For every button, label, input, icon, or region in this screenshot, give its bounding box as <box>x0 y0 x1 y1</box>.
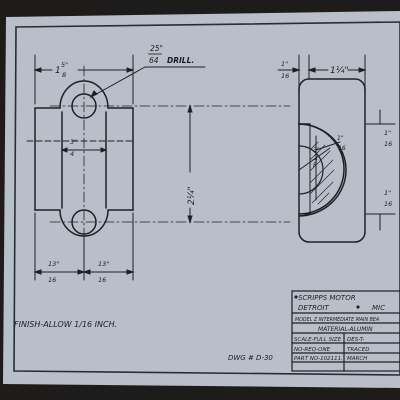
border-frame <box>13 21 400 376</box>
dim-rail2-den: 16 <box>384 200 392 208</box>
paper <box>3 11 400 388</box>
dim-wall-den: 16 <box>338 145 346 152</box>
dim-radius-den: 4 <box>314 156 318 163</box>
dim-rail2-num: 1" <box>384 189 391 197</box>
drill-callout-den: 64 <box>149 56 159 65</box>
title-traced: TRACED <box>347 347 370 353</box>
title-state: MIC <box>372 304 385 312</box>
centerlines <box>49 65 291 251</box>
dim-wall-num: 1" <box>337 135 344 142</box>
title-scale: SCALE-FULL SIZE <box>294 337 342 343</box>
title-diamonds <box>294 295 360 309</box>
title-no-req: NO-REQ-ONE <box>294 347 331 353</box>
title-model: MODEL Z INTERMEDIATE MAIN BEA <box>295 317 379 323</box>
drill-leader <box>89 66 206 99</box>
title-city: DETROIT <box>298 304 330 312</box>
dim-bottom-left-num: 13" <box>48 260 59 268</box>
drill-callout-text: DRILL. <box>167 56 194 65</box>
diamond-icon <box>294 295 298 299</box>
dim-inner <box>60 147 108 153</box>
title-des: DES-T- <box>347 337 364 343</box>
drill-callout-num: 25" <box>150 44 163 53</box>
dim-bottom-left-den: 16 <box>48 276 56 284</box>
dwg-number: DWG # D-30 <box>228 354 273 362</box>
section-mark: R <box>313 162 317 169</box>
dim-rail-den: 16 <box>384 140 392 148</box>
dim-inner-den: 4 <box>70 150 74 158</box>
dim-top-width-whole: 1 <box>55 66 61 76</box>
dim-radius-num: 3" <box>313 147 320 154</box>
title-march: MARCH <box>347 356 367 362</box>
finish-note: FINISH-ALLOW 1/16 INCH. <box>14 320 117 329</box>
dim-height <box>187 104 193 224</box>
diamond-icon <box>356 305 360 309</box>
dim-bottom <box>33 212 135 281</box>
dim-bottom-right-num: 13" <box>98 260 109 268</box>
dim-bottom-right-den: 16 <box>98 276 106 284</box>
dim-inner-num: 3" <box>70 138 77 146</box>
dim-side-right <box>364 109 396 231</box>
dim-side-top <box>277 54 367 87</box>
radius-leader <box>298 141 341 171</box>
title-material: MATERIAL-ALUMIN <box>318 326 373 333</box>
title-part-no: PART NO-102111. <box>294 356 343 362</box>
dim-side-left-num: 1" <box>281 60 288 68</box>
title-block <box>291 290 400 372</box>
dim-top-width-den: 8 <box>62 71 66 79</box>
dim-side-left-den: 16 <box>281 72 289 80</box>
dim-top-width-frac: 5" <box>61 61 68 69</box>
dim-top-width <box>33 54 135 105</box>
title-company: SCRIPPS MOTOR <box>298 294 356 302</box>
dim-rail-num: 1" <box>384 129 391 137</box>
dim-height-label: 2¼" <box>187 186 197 205</box>
dim-side-width: 1¼" <box>330 66 349 76</box>
section-hatching <box>309 141 335 205</box>
